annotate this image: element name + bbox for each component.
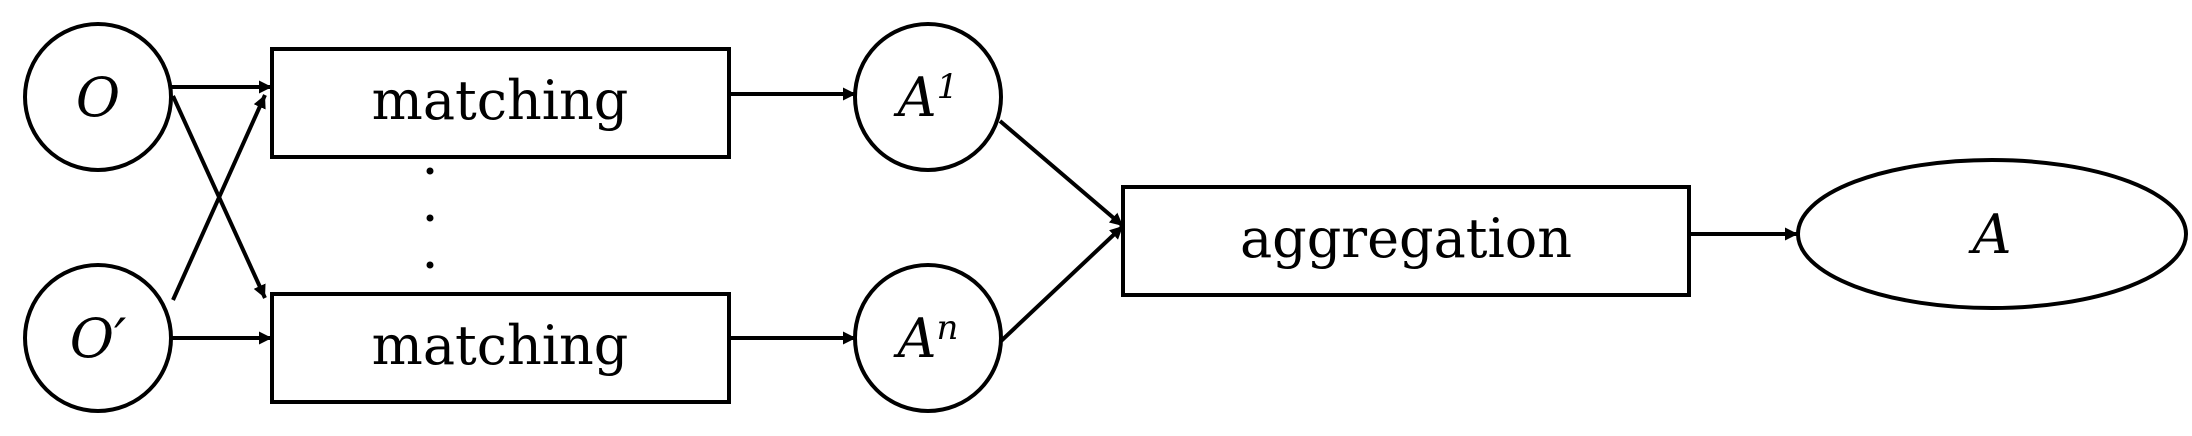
node-a-label: A [1968,203,2012,266]
edge-a1-to-aggregation [998,119,1125,228]
matching-top-box [270,47,731,159]
matching-bottom-box [270,292,731,404]
node-an-label: An [893,307,959,370]
node-a1-label: A1 [893,66,959,129]
node-a1: A1 [853,22,1003,172]
node-aggregation: aggregation [1121,185,1691,297]
node-a-ellipse [1796,158,2188,310]
edge-an-to-aggregation [998,224,1125,344]
node-o-label: O [76,66,120,129]
matching-top-label: matching [372,69,629,132]
node-o-prime-circle [23,263,173,413]
aggregation-label: aggregation [1240,207,1572,270]
edges [170,80,1798,345]
node-o-prime: O′ [23,263,173,413]
ellipsis-dot [426,167,434,175]
node-o-prime-label: O′ [70,307,127,370]
node-o-circle [23,22,173,172]
node-a1-circle [853,22,1003,172]
node-an-base: A [893,307,937,370]
node-matching-top: matching [270,47,731,159]
ellipsis-dot [426,214,434,222]
node-a1-superscript: 1 [937,67,959,107]
node-an-superscript: n [937,308,959,348]
node-a1-base: A [893,66,937,129]
node-o: O [23,22,173,172]
node-matching-bottom: matching [270,292,731,404]
edge-o-prime-to-matching-top [171,94,267,301]
matching-bottom-label: matching [372,314,629,377]
node-an: An [853,263,1003,413]
node-an-circle [853,263,1003,413]
aggregation-box [1121,185,1691,297]
ellipsis-dot [426,261,434,269]
node-a: A [1796,158,2188,310]
vertical-ellipsis [426,167,434,269]
